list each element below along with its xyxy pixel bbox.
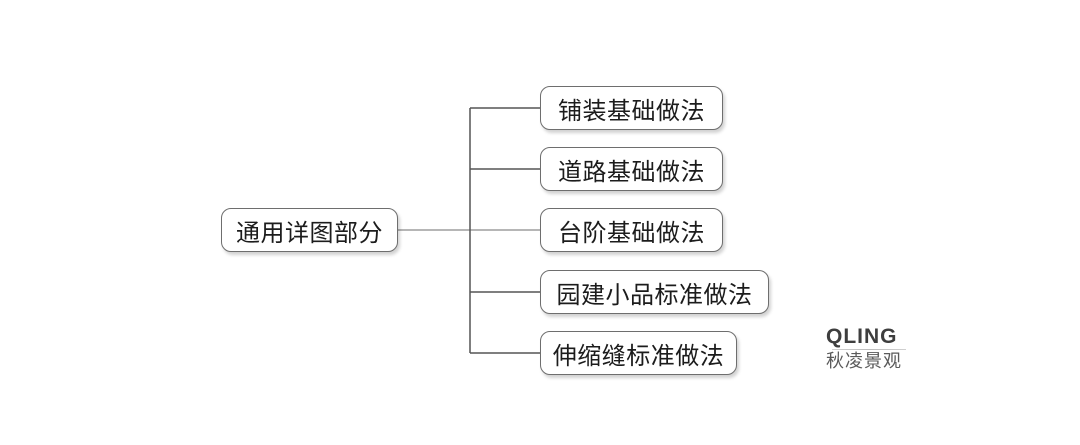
child-node-paving: 铺装基础做法: [540, 86, 723, 130]
root-node: 通用详图部分: [221, 208, 398, 252]
child-node-label: 道路基础做法: [558, 157, 705, 186]
brand-chinese-name: 秋凌景观: [826, 351, 902, 372]
brand-divider: [832, 349, 906, 350]
child-node-label: 铺装基础做法: [558, 96, 705, 125]
child-node-road: 道路基础做法: [540, 147, 723, 191]
child-node-label: 伸缩缝标准做法: [552, 341, 725, 370]
child-node-label: 台阶基础做法: [558, 218, 705, 247]
child-node-landscape-features: 园建小品标准做法: [540, 270, 769, 314]
root-node-label: 通用详图部分: [236, 218, 383, 247]
child-node-expansion-joint: 伸缩缝标准做法: [540, 331, 737, 375]
brand-logo: QLING 秋凌景观: [826, 326, 916, 372]
child-node-steps: 台阶基础做法: [540, 208, 723, 252]
brand-logo-text: QLING: [826, 325, 898, 348]
child-node-label: 园建小品标准做法: [556, 280, 753, 309]
